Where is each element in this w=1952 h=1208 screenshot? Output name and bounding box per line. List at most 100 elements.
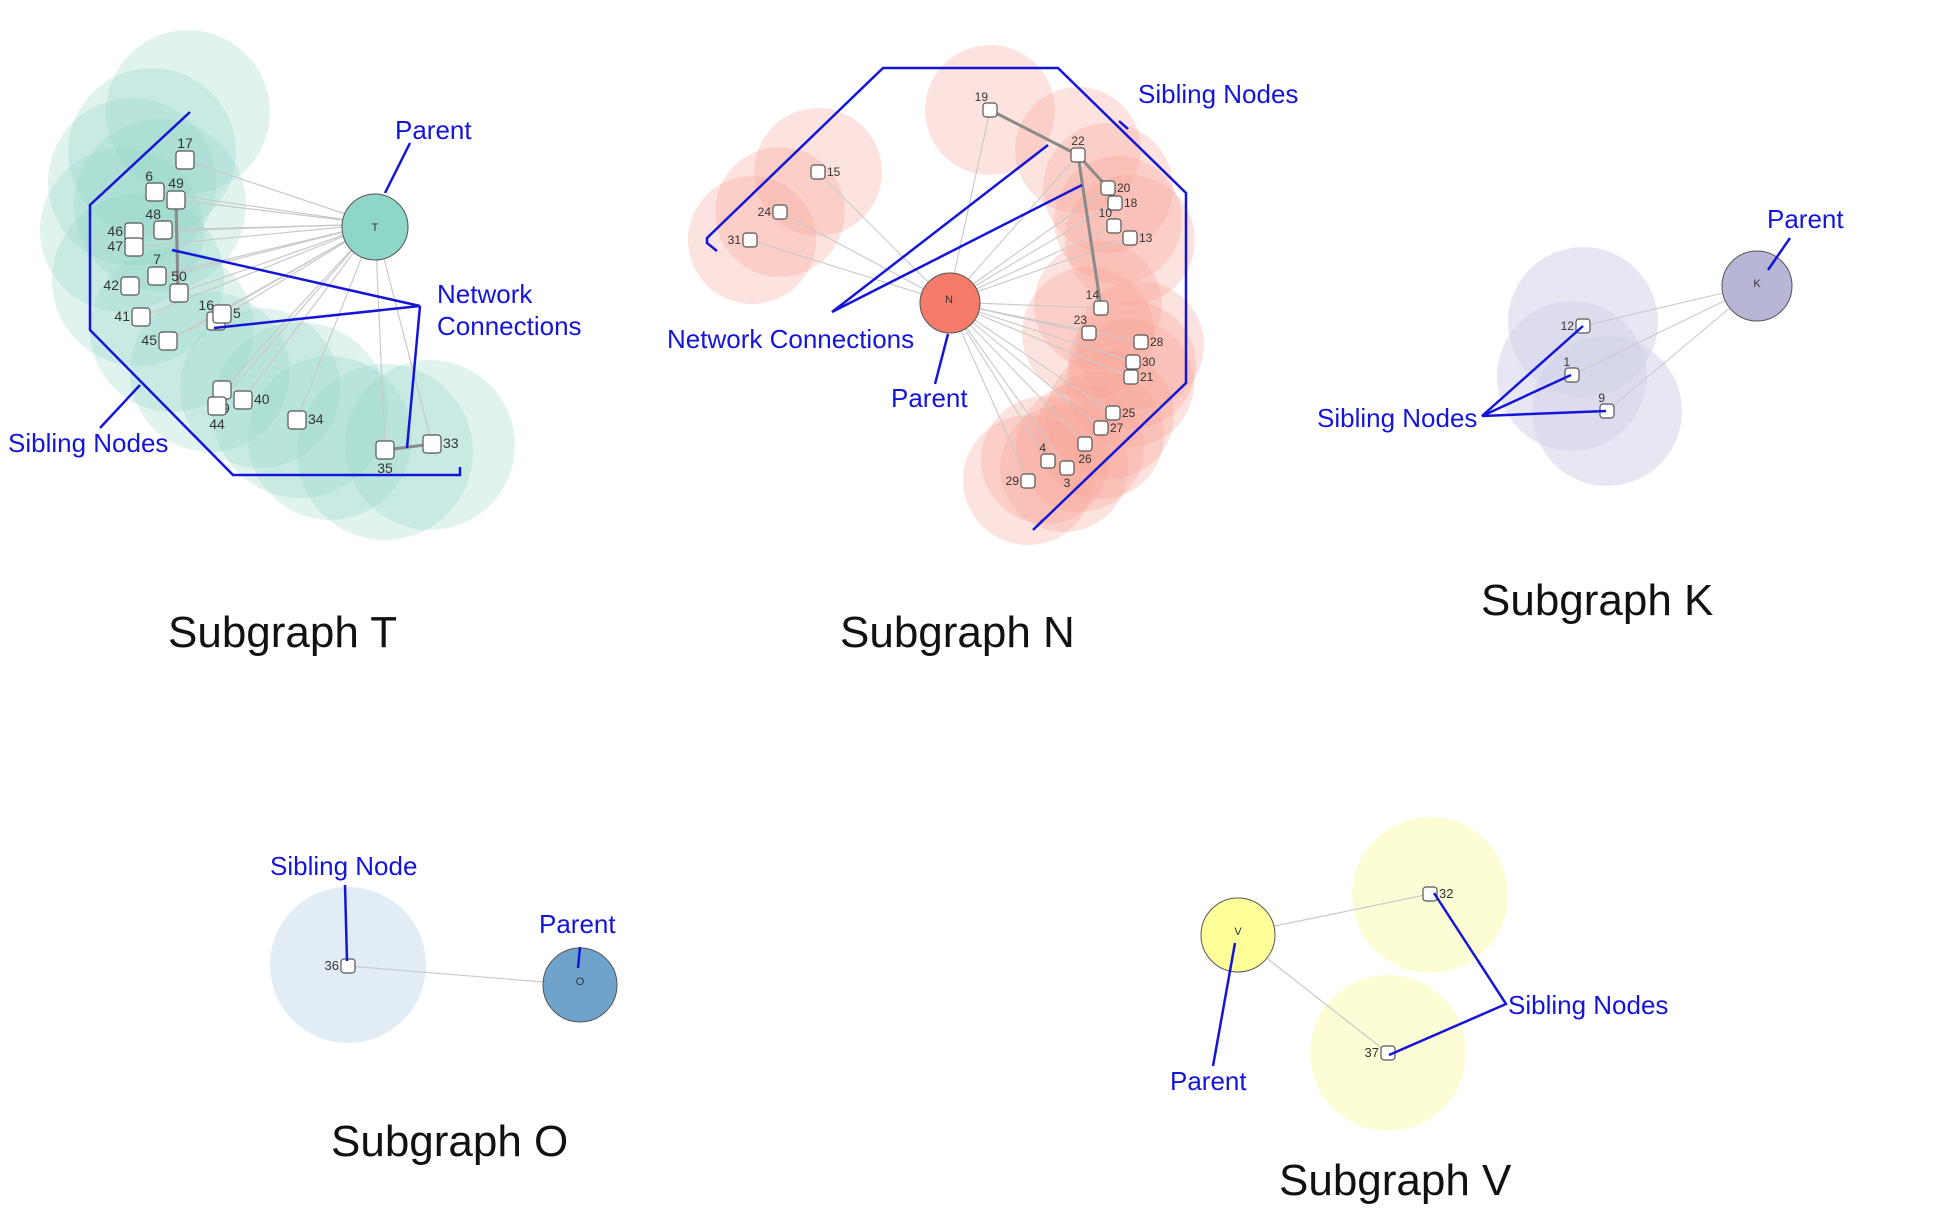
label-sibling-o: Sibling Node [270, 851, 417, 881]
sibling-node-n-3 [1059, 460, 1075, 476]
node-label-t-44: 44 [209, 416, 225, 432]
node-label-n-24: 24 [758, 205, 772, 219]
sibling-node-n-10 [1106, 218, 1122, 234]
sibling-node-t-33 [422, 434, 442, 454]
sibling-node-t-34 [287, 410, 307, 430]
sibling-node-n-30 [1125, 354, 1141, 370]
node-label-n-21: 21 [1140, 370, 1154, 384]
sibling-node-n-31 [742, 232, 758, 248]
node-label-n-29: 29 [1006, 474, 1020, 488]
leader-siblings-t [99, 384, 141, 429]
node-label-n-23: 23 [1074, 313, 1088, 327]
parent-label-n: N [945, 294, 953, 306]
sibling-node-n-14 [1093, 300, 1109, 316]
sibling-node-k-1 [1564, 367, 1580, 383]
node-label-n-22: 22 [1071, 134, 1085, 148]
leader-parent-o [576, 946, 582, 969]
label-parent-o: Parent [539, 909, 616, 939]
sibling-node-n-21 [1123, 369, 1139, 385]
sibling-node-t-35 [375, 440, 395, 460]
node-label-t-7: 7 [153, 251, 161, 267]
sibling-node-n-25 [1105, 405, 1121, 421]
node-label-k-9: 9 [1598, 391, 1605, 405]
halos-v [1310, 817, 1508, 1131]
hull-t [88, 111, 462, 477]
sibling-node-t-41 [131, 307, 151, 327]
node-label-t-40: 40 [254, 391, 270, 407]
node-label-n-10: 10 [1099, 206, 1113, 220]
sibling-node-n-15 [810, 164, 826, 180]
sibling-node-n-20 [1100, 180, 1116, 196]
sibling-node-t-48 [153, 220, 173, 240]
parent-node-k [1721, 250, 1793, 322]
caption-subgraph-k: Subgraph K [1481, 576, 1714, 625]
sibling-node-n-28 [1133, 334, 1149, 350]
parent-node-n [919, 272, 981, 334]
node-label-t-16: 16 [198, 297, 214, 313]
sibling-node-n-27 [1093, 420, 1109, 436]
node-label-t-46: 46 [107, 223, 123, 239]
leader-parent-k [1766, 237, 1792, 271]
sibling-node-n-29 [1020, 473, 1036, 489]
sibling-node-t-50 [169, 283, 189, 303]
node-label-k-12: 12 [1561, 319, 1575, 333]
leader-network-n [831, 144, 1083, 314]
node-label-n-26: 26 [1078, 452, 1092, 466]
node-label-n-14: 14 [1086, 288, 1100, 302]
leader-parent-t [383, 142, 412, 194]
sibling-node-n-22 [1070, 147, 1086, 163]
node-label-n-13: 13 [1139, 231, 1153, 245]
label-parent-k: Parent [1767, 204, 1844, 234]
annotations: Parent Network Connections Sibling Nodes… [8, 79, 1844, 1096]
label-parent-n: Parent [891, 383, 968, 413]
leader-siblings-n [1118, 120, 1129, 130]
parent-label-o: O [576, 976, 585, 988]
node-label-t-33: 33 [443, 435, 459, 451]
sibling-node-t-40 [233, 390, 253, 410]
sibling-node-t-47 [124, 237, 144, 257]
node-label-t-45: 45 [141, 332, 157, 348]
sibling-node-n-19 [982, 102, 998, 118]
node-label-n-30: 30 [1142, 355, 1156, 369]
node-label-t-42: 42 [103, 277, 119, 293]
node-label-o-36: 36 [325, 958, 339, 973]
sibling-node-o-36 [340, 958, 356, 974]
label-siblings-t: Sibling Nodes [8, 428, 168, 458]
node-label-t-17: 17 [177, 135, 193, 151]
subgraph-o: O 36 [270, 884, 618, 1043]
label-siblings-k: Sibling Nodes [1317, 403, 1477, 433]
node-label-n-28: 28 [1150, 335, 1164, 349]
node-label-n-31: 31 [728, 233, 742, 247]
sibling-node-t-17 [175, 150, 195, 170]
sibling-node-n-24 [772, 204, 788, 220]
sibling-node-n-4 [1040, 453, 1056, 469]
node-label-t-48: 48 [145, 206, 161, 222]
node-label-t-35: 35 [377, 460, 393, 476]
node-label-v-37: 37 [1365, 1045, 1379, 1060]
node-label-t-47: 47 [107, 238, 123, 254]
node-label-n-19: 19 [975, 90, 989, 104]
node-label-t-6: 6 [145, 168, 153, 184]
parent-label-v: V [1234, 926, 1242, 938]
sibling-node-n-26 [1077, 436, 1093, 452]
sibling-node-t-5 [212, 304, 232, 324]
label-siblings-v: Sibling Nodes [1508, 990, 1668, 1020]
parent-label-k: K [1753, 278, 1761, 290]
leader-sibling-o [343, 884, 349, 962]
label-parent-v: Parent [1170, 1066, 1247, 1096]
label-siblings-n: Sibling Nodes [1138, 79, 1298, 109]
subgraph-t: T 17649484647750424116545394440343533 [40, 30, 515, 540]
parent-node-t [341, 193, 409, 261]
sibling-node-v-32 [1422, 886, 1438, 902]
sibling-node-t-6 [145, 182, 165, 202]
sibling-node-n-13 [1122, 230, 1138, 246]
node-label-n-25: 25 [1122, 406, 1136, 420]
node-label-t-41: 41 [114, 308, 130, 324]
sibling-node-n-18 [1107, 195, 1123, 211]
